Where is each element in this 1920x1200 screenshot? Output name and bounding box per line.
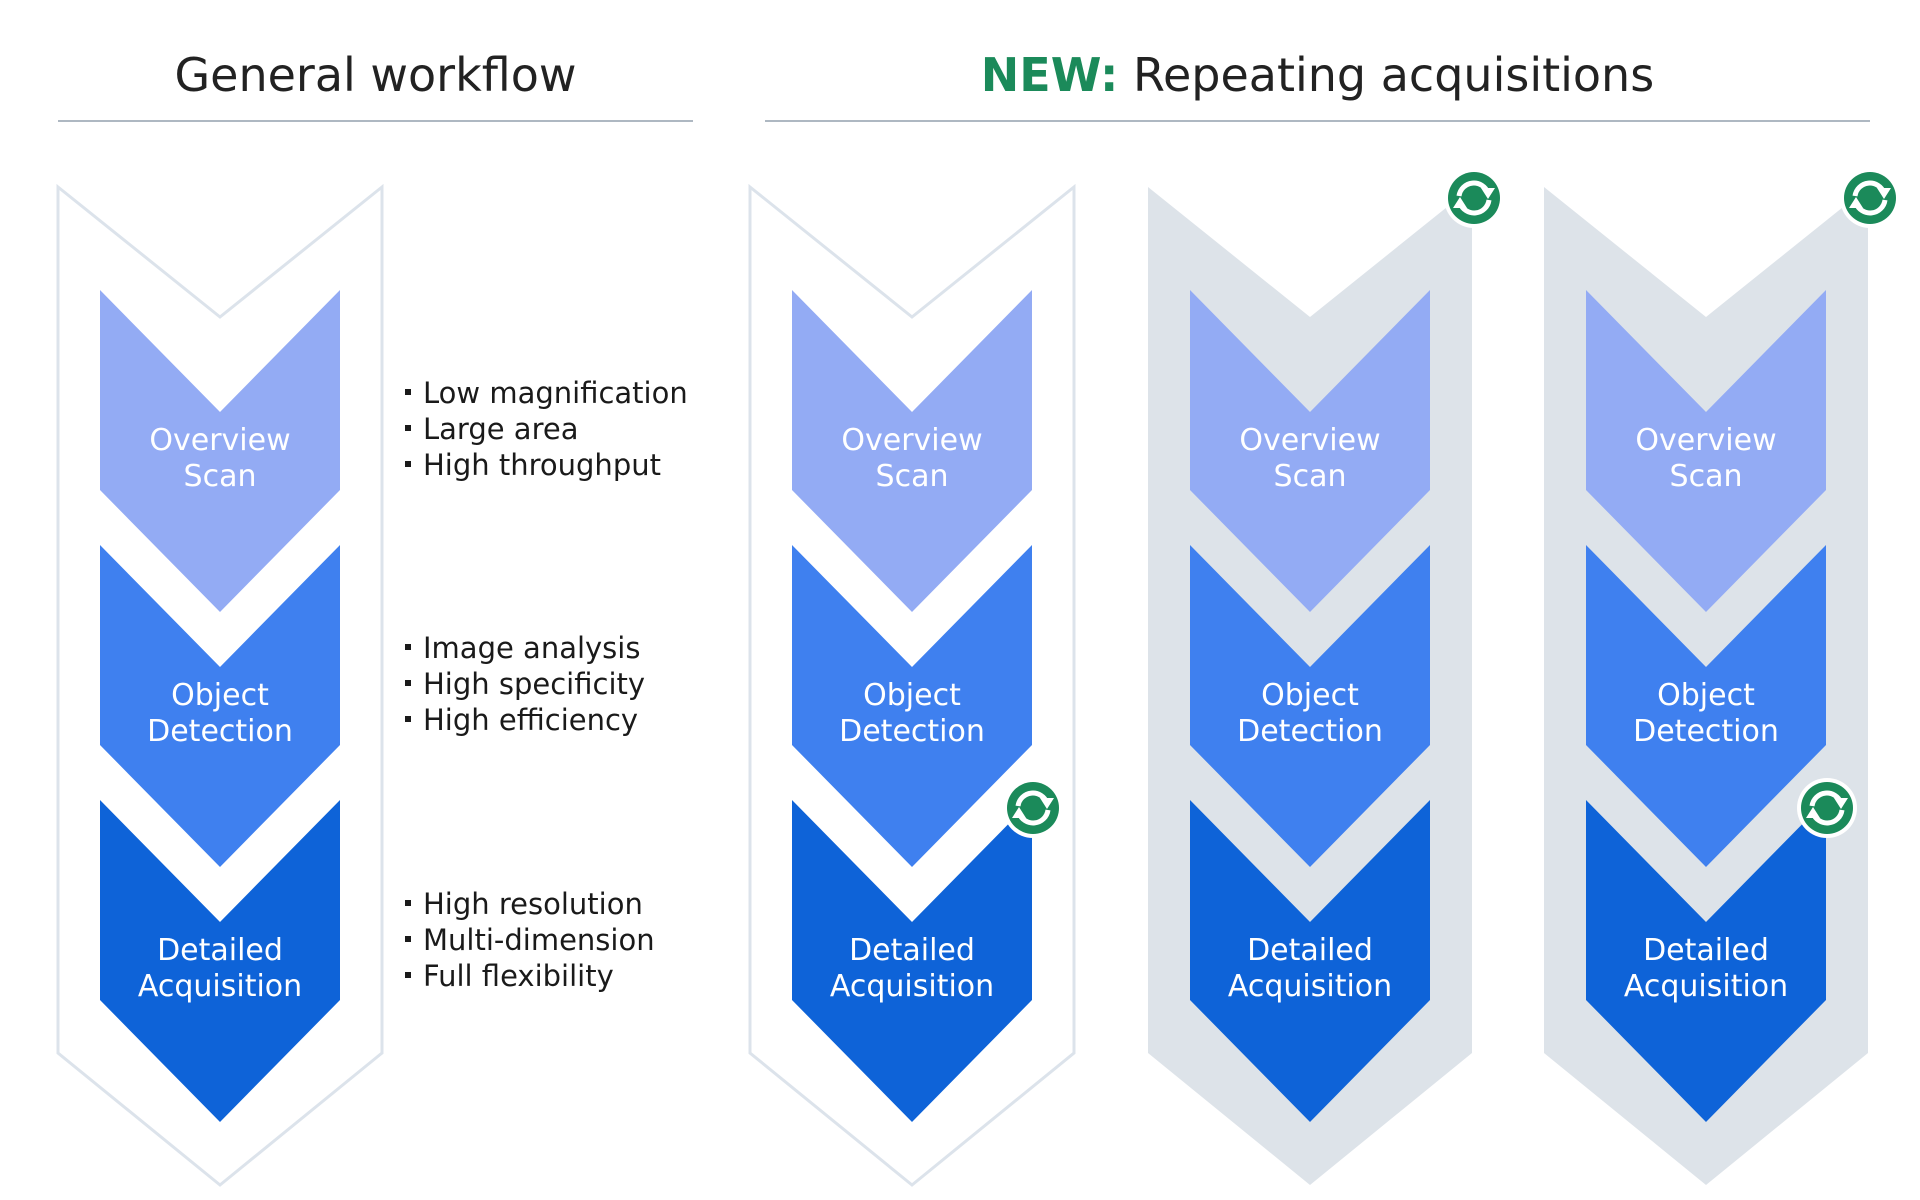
general-workflow-heading: General workflow (58, 48, 693, 104)
workflow-step-chevron (792, 800, 1032, 1122)
workflow-step-chevron (1190, 800, 1430, 1122)
repeating-acquisitions-title: Repeating acquisitions (1118, 48, 1655, 102)
bullet-item: High specificity (405, 666, 645, 702)
repeat-cycle-icon (1444, 168, 1504, 228)
workflow-step-chevron (1586, 290, 1826, 612)
bullet-group-overview: Low magnification Large area High throug… (405, 375, 688, 483)
repeating-acquisitions-heading: NEW: Repeating acquisitions (765, 48, 1870, 104)
workflow-step-chevron (100, 290, 340, 612)
workflow-step-chevron (1586, 800, 1826, 1122)
bullet-item: Large area (405, 411, 688, 447)
repeat-cycle-icon (1003, 778, 1063, 838)
bullet-group-acquisition: High resolution Multi-dimension Full fle… (405, 886, 655, 994)
new-label: NEW: (980, 48, 1119, 102)
repeat-cycle-icon (1797, 778, 1857, 838)
workflow-step-chevron (1190, 290, 1430, 612)
repeat-cycle-icon (1840, 168, 1900, 228)
general-workflow-rule (58, 120, 693, 122)
workflow-step-chevron (100, 545, 340, 867)
repeating-acquisitions-rule (765, 120, 1870, 122)
bullet-item: High resolution (405, 886, 655, 922)
workflow-step-chevron (792, 290, 1032, 612)
bullet-item: Image analysis (405, 630, 645, 666)
bullet-item: High throughput (405, 447, 688, 483)
bullet-item: Multi-dimension (405, 922, 655, 958)
general-workflow-title: General workflow (174, 48, 577, 102)
bullet-item: Full flexibility (405, 958, 655, 994)
workflow-step-chevron (1190, 545, 1430, 867)
bullet-group-detection: Image analysis High specificity High eff… (405, 630, 645, 738)
bullet-item: Low magnification (405, 375, 688, 411)
bullet-item: High efficiency (405, 702, 645, 738)
workflow-step-chevron (100, 800, 340, 1122)
workflow-step-chevron (1586, 545, 1826, 867)
workflow-step-chevron (792, 545, 1032, 867)
